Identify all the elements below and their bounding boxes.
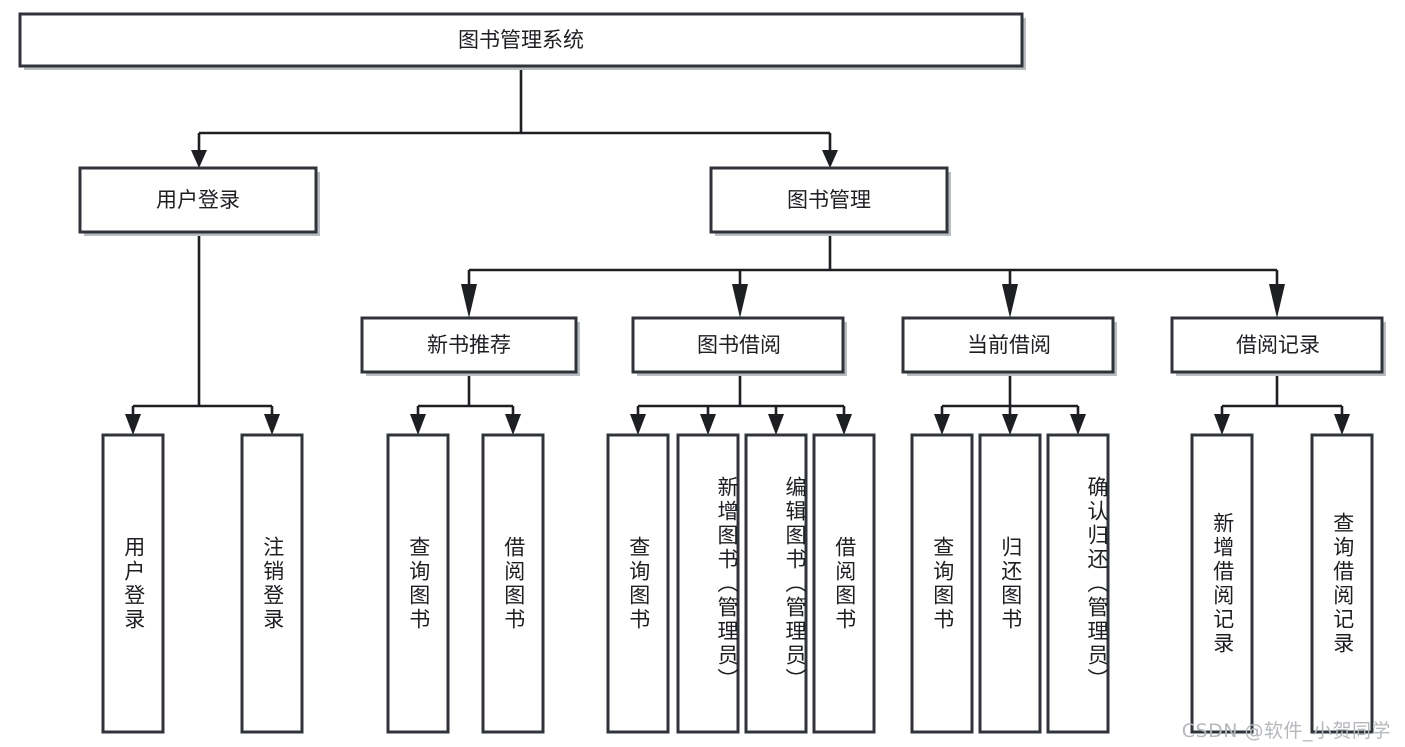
connector-layer <box>125 67 1350 435</box>
node-layer: 图书管理系统 用户登录 图书管理 新书推荐 图书借阅 当前借阅 借阅记录 <box>18 12 1386 734</box>
node-user-login-label: 用户登录 <box>156 188 240 212</box>
leaf-box-record-add[interactable] <box>1190 433 1254 734</box>
arrow-record-add <box>1214 414 1230 435</box>
leaf-box-borrow-add[interactable] <box>676 433 740 734</box>
arrow-borrow-edit <box>768 414 784 435</box>
arrow-book-mgmt <box>822 150 838 168</box>
arrow-newbook-query <box>410 414 426 435</box>
arrow-record-query <box>1334 414 1350 435</box>
arrow-current <box>1002 284 1018 318</box>
arrow-newbook <box>461 284 477 318</box>
arrow-leaf-user-login <box>125 414 141 435</box>
arrow-borrow <box>732 284 748 318</box>
arrow-newbook-borrow <box>505 414 521 435</box>
node-book-mgmt-box[interactable] <box>709 166 949 234</box>
arrow-user-login <box>191 150 207 168</box>
leaf-box-logout[interactable] <box>240 433 304 734</box>
leaf-box-borrow-query[interactable] <box>606 433 670 734</box>
arrow-borrow-add <box>700 414 716 435</box>
node-user-login-box[interactable] <box>78 166 318 234</box>
arrow-record <box>1269 284 1285 318</box>
node-record-label: 借阅记录 <box>1236 333 1320 357</box>
leaf-box-current-confirm[interactable] <box>1046 433 1110 734</box>
leaf-box-borrow-edit[interactable] <box>744 433 808 734</box>
node-borrow-label: 图书借阅 <box>697 333 781 357</box>
leaf-box-newbook-query[interactable] <box>386 433 450 734</box>
node-current-box[interactable] <box>901 316 1115 374</box>
arrow-current-return <box>1002 414 1018 435</box>
node-current-label: 当前借阅 <box>967 333 1051 357</box>
leaf-box-record-query[interactable] <box>1310 433 1374 734</box>
arrow-current-confirm <box>1070 414 1086 435</box>
node-book-mgmt-label: 图书管理 <box>787 188 871 212</box>
node-root-label: 图书管理系统 <box>458 28 584 52</box>
arrow-borrow-query <box>630 414 646 435</box>
arrow-borrow-lend <box>836 414 852 435</box>
arrow-current-query <box>934 414 950 435</box>
arrow-leaf-logout <box>264 414 280 435</box>
node-record-box[interactable] <box>1170 316 1384 374</box>
node-newbook-label: 新书推荐 <box>427 333 511 357</box>
node-root-box[interactable] <box>18 12 1024 68</box>
watermark-text: CSDN @软件_小贺同学 <box>1181 720 1391 742</box>
leaf-box-newbook-borrow[interactable] <box>481 433 545 734</box>
leaf-box-borrow-lend[interactable] <box>812 433 876 734</box>
node-newbook-box[interactable] <box>360 316 578 374</box>
leaf-box-current-query[interactable] <box>910 433 974 734</box>
leaf-box-user-login[interactable] <box>101 433 165 734</box>
node-borrow-box[interactable] <box>631 316 845 374</box>
leaf-box-current-return[interactable] <box>978 433 1042 734</box>
